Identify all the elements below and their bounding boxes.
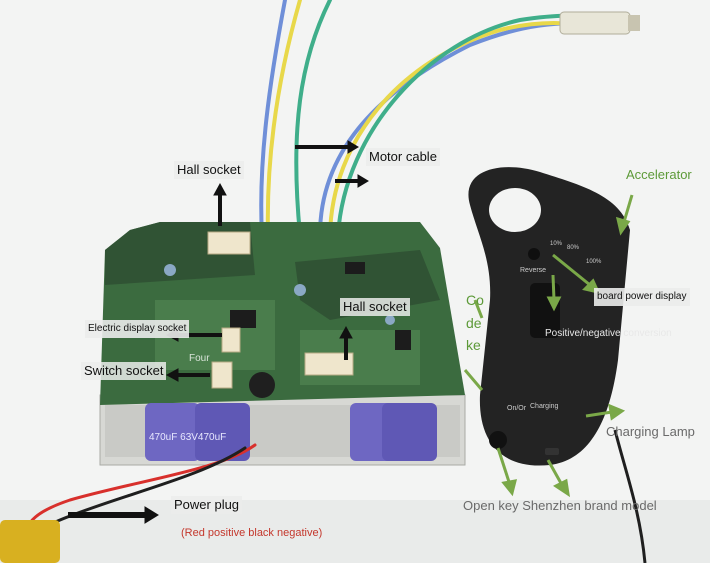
arrow-head (553, 478, 571, 498)
arrow-head (347, 140, 359, 154)
board-pad (164, 264, 176, 276)
power-plug-note: (Red positive black negative) (181, 527, 323, 539)
remote-control (468, 167, 647, 563)
capacitor (382, 403, 437, 461)
arrow-head (213, 182, 227, 196)
partial-label-de: de (466, 315, 482, 331)
board-chip (230, 310, 256, 328)
remote-pct-10: 10% (550, 241, 563, 247)
motor-cable-label: Motor cable (366, 148, 440, 166)
arrow-head (608, 403, 626, 421)
capacitor (195, 403, 250, 461)
arrow-head (165, 368, 179, 382)
board-pad (385, 315, 395, 325)
arrow-head (144, 506, 159, 524)
board-chip (345, 262, 365, 274)
switch-socket-label: Switch socket (81, 362, 167, 380)
arrow-head (501, 479, 518, 497)
remote-pct-80: 80% (567, 245, 580, 251)
remote-strap (613, 429, 647, 563)
charging-port (545, 448, 559, 455)
wire-connector (559, 11, 631, 35)
partial-label-co: Co (466, 292, 484, 308)
four-label: Four (189, 353, 210, 364)
positive-negative-conversion-label: Positive/negative conversion (545, 328, 672, 339)
annotation-arrows-green (463, 194, 634, 498)
remote-onor-text: On/Or (507, 405, 527, 412)
table-surface (0, 500, 710, 563)
remote-charging-text: Charging (530, 403, 559, 410)
charging-lamp-label: Charging Lamp (606, 424, 695, 439)
arrow-head (546, 296, 562, 312)
power-button (489, 431, 507, 449)
remote-thumb-hole (489, 188, 541, 232)
wire-connector-tip (628, 15, 640, 31)
board-chip (395, 330, 411, 350)
switch-socket-part (211, 361, 233, 389)
hall-socket-top (207, 231, 251, 255)
electric-display-socket-label: Electric display socket (85, 320, 190, 338)
partial-label-ke: ke (466, 337, 481, 353)
remote-reverse-text: Reverse (520, 267, 546, 274)
capacitors (145, 403, 437, 461)
hall-socket-middle-label: Hall socket (340, 298, 410, 316)
power-plug-label: Power plug (171, 496, 243, 514)
capacitor-print: 470uF 63V470uF (149, 432, 226, 443)
power-plug-connector (0, 520, 60, 563)
buzzer (249, 372, 275, 398)
display-socket (221, 327, 241, 353)
accelerator-label: Accelerator (626, 167, 692, 182)
board-pad (294, 284, 306, 296)
annotation-arrows-black (68, 140, 369, 524)
arrow-head (615, 216, 631, 236)
board-power-display-label: board power display (594, 288, 690, 306)
reverse-button (528, 248, 540, 260)
remote-pct-100: 100% (586, 259, 602, 265)
arrow-head (357, 174, 369, 188)
hall-socket-middle (304, 352, 354, 376)
open-key-brand-label: Open key Shenzhen brand model (463, 498, 657, 513)
hall-socket-top-label: Hall socket (174, 161, 244, 179)
capacitor (145, 403, 200, 461)
arrow-head (339, 325, 353, 339)
